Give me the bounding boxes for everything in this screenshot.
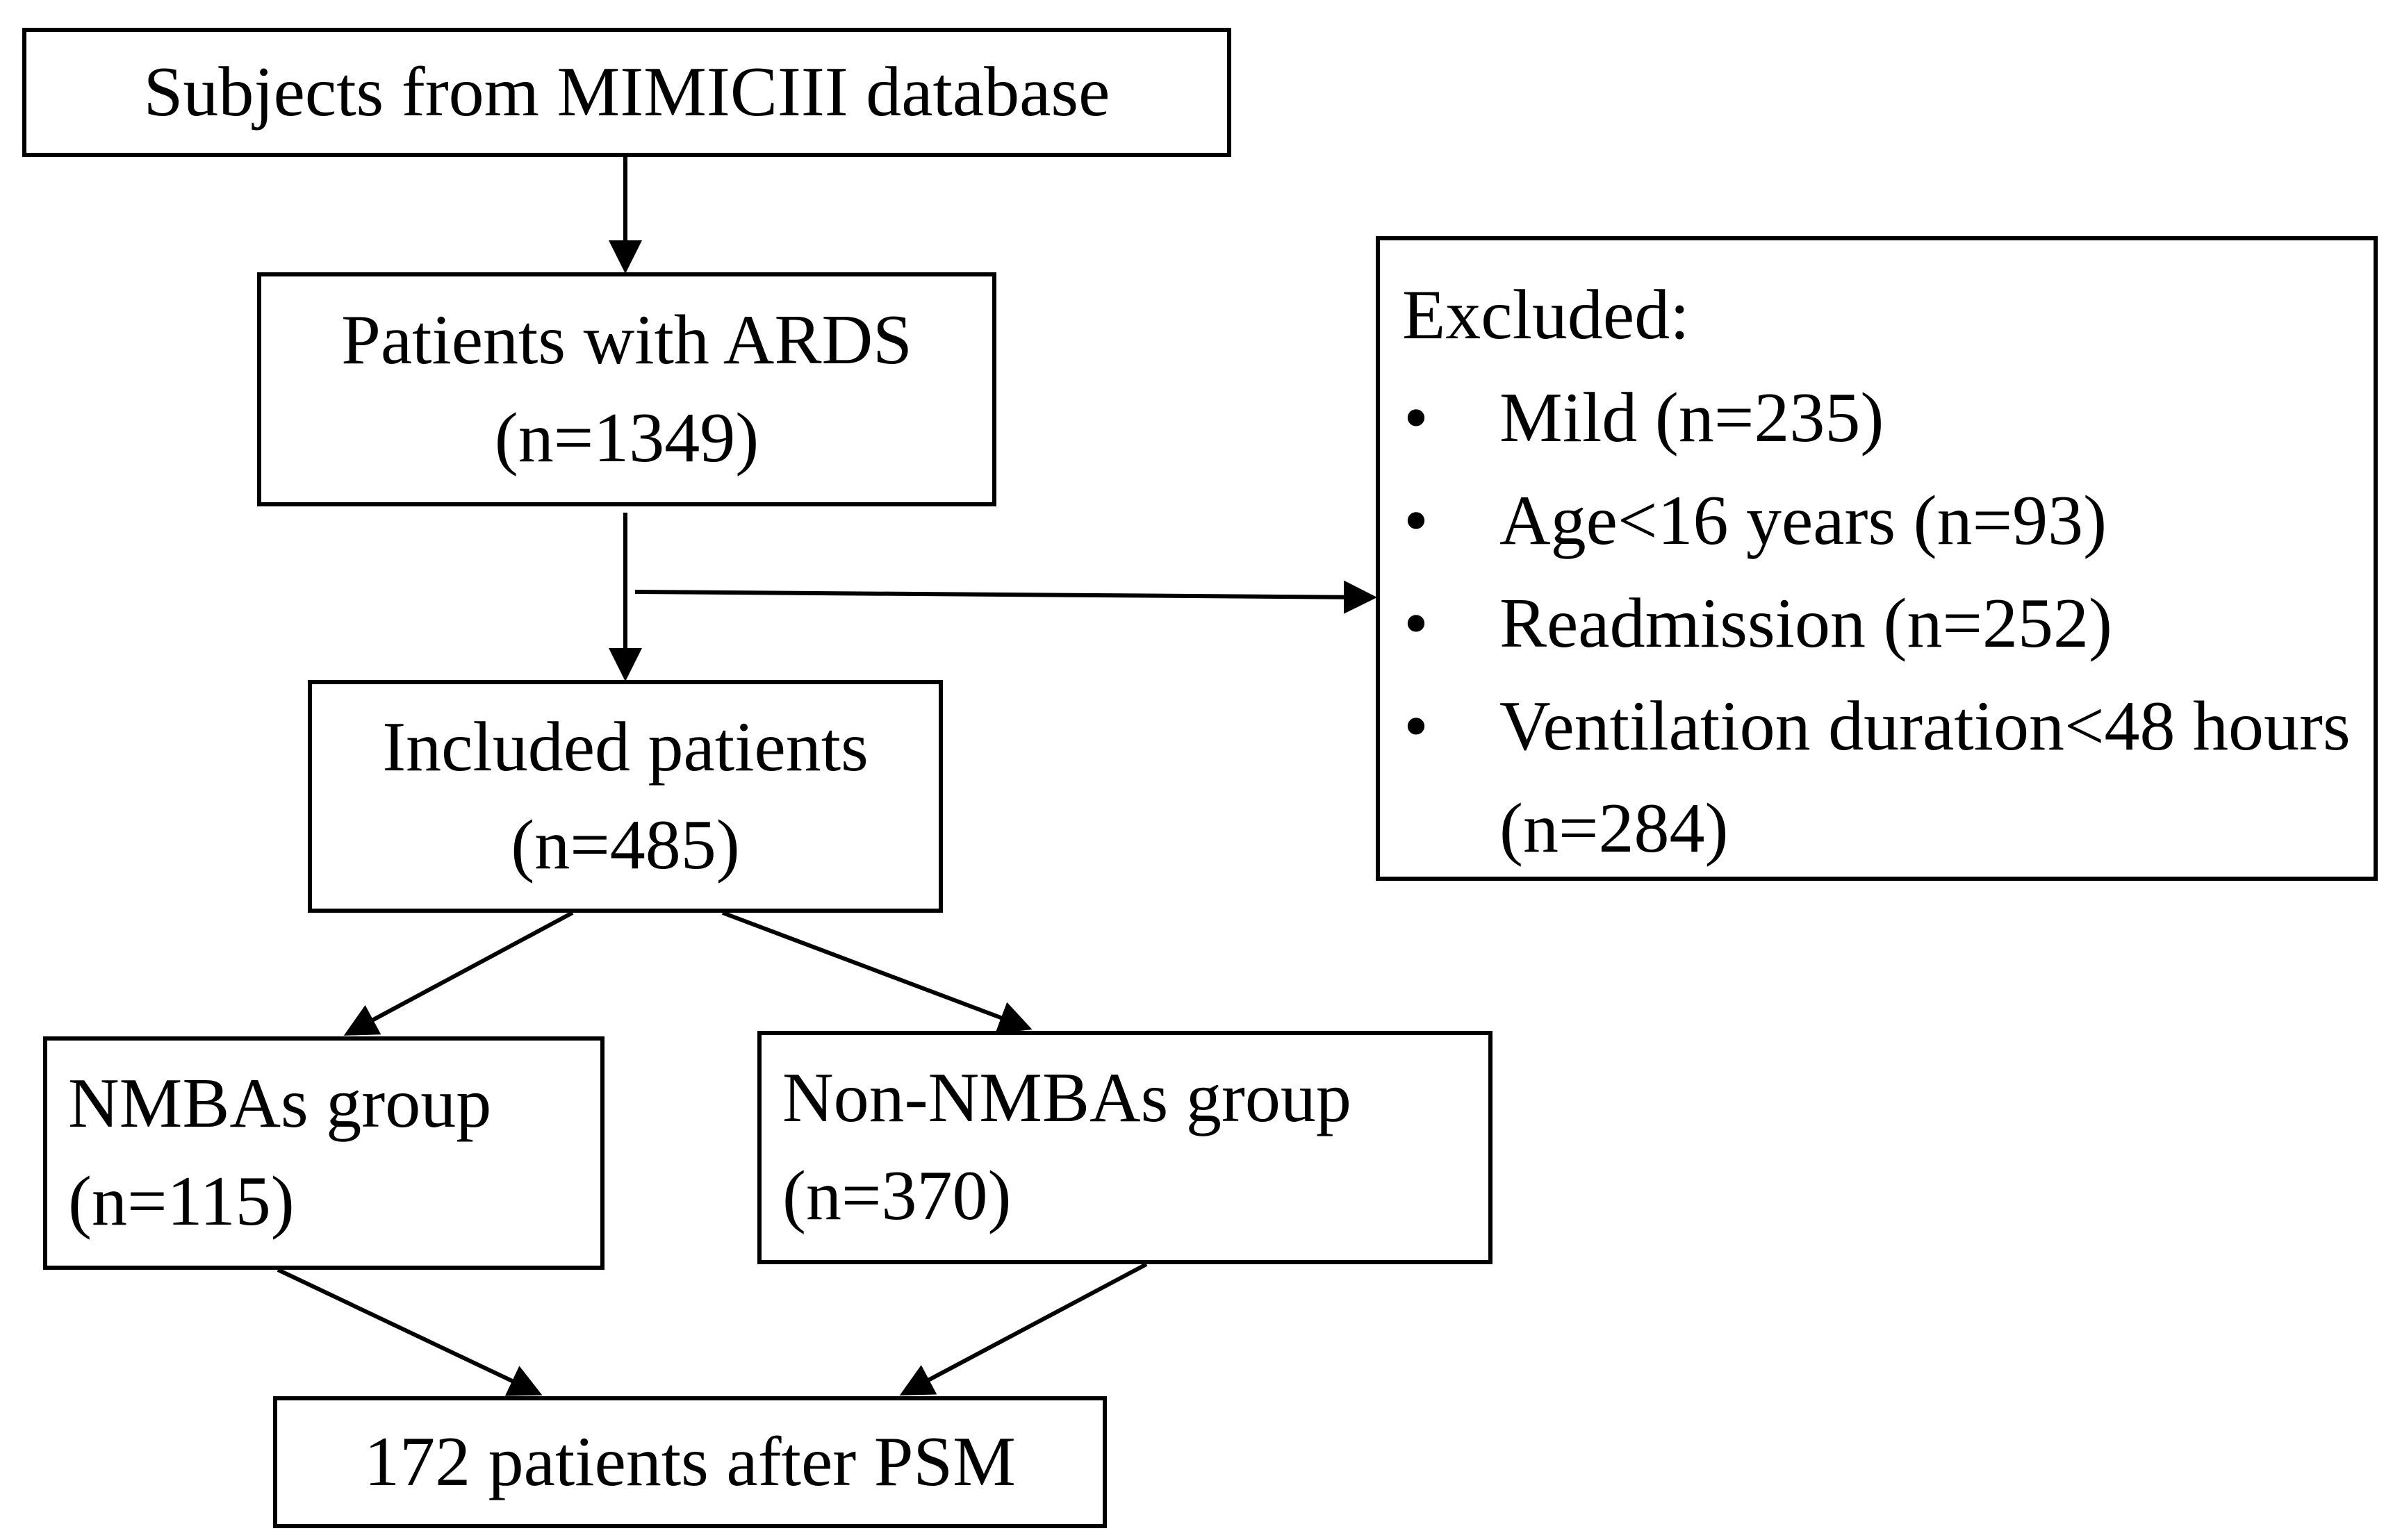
excluded-item-text: Mild (n=235) (1499, 378, 1884, 457)
included-patients-box: Included patients (n=485) (308, 680, 943, 913)
non-nmba-count: (n=370) (782, 1157, 1012, 1235)
arrow-nmba-to-psm (277, 1268, 543, 1396)
non-nmba-group-box: Non-NMBAs group (n=370) (757, 1031, 1492, 1264)
bullet-icon: • (1404, 481, 1429, 560)
non-nmba-label: Non-NMBAs group (782, 1059, 1351, 1138)
bullet-icon: • (1404, 583, 1429, 663)
excluded-item-text: Age<16 years (n=93) (1499, 481, 2107, 560)
excluded-box: Excluded: • Mild (n=235) • Age<16 years (n… (1376, 236, 2378, 881)
excluded-item-text: Ventilation duration<48 hours (n=284) (1499, 686, 2351, 868)
excluded-list: • Mild (n=235) • Age<16 years (n=93) • Read… (1402, 367, 2354, 880)
subjects-label: Subjects from MIMICIII database (143, 52, 1110, 131)
bullet-icon: • (1404, 686, 1429, 765)
ards-label: Patients with ARDS (341, 300, 912, 379)
bullet-icon: • (1404, 378, 1429, 457)
excluded-item: • Readmission (n=252) (1402, 572, 2354, 675)
ards-count: (n=1349) (494, 398, 759, 477)
excluded-item: • Ventilation duration<48 hours (n=284) (1402, 675, 2354, 881)
arrow-included-to-nmba (343, 911, 574, 1036)
excluded-heading: Excluded: (1402, 276, 1690, 354)
included-count: (n=485) (511, 805, 740, 884)
excluded-item: • Mild (n=235) (1402, 367, 2354, 470)
arrow-included-to-non-nmba (721, 911, 1033, 1034)
excluded-item: • Age<16 years (n=93) (1402, 470, 2354, 572)
arrow-to-excluded (634, 580, 1377, 614)
included-label: Included patients (382, 707, 869, 786)
nmba-label: NMBAs group (68, 1064, 492, 1143)
subjects-box: Subjects from MIMICIII database (22, 28, 1231, 157)
ards-patients-box: Patients with ARDS (n=1349) (257, 272, 996, 506)
arrow-non-nmba-to-psm (899, 1262, 1148, 1396)
psm-label: 172 patients after PSM (364, 1422, 1016, 1501)
psm-result-box: 172 patients after PSM (273, 1396, 1107, 1528)
excluded-item-text: Readmission (n=252) (1499, 583, 2112, 663)
nmba-group-box: NMBAs group (n=115) (43, 1036, 605, 1270)
nmba-count: (n=115) (68, 1162, 295, 1241)
